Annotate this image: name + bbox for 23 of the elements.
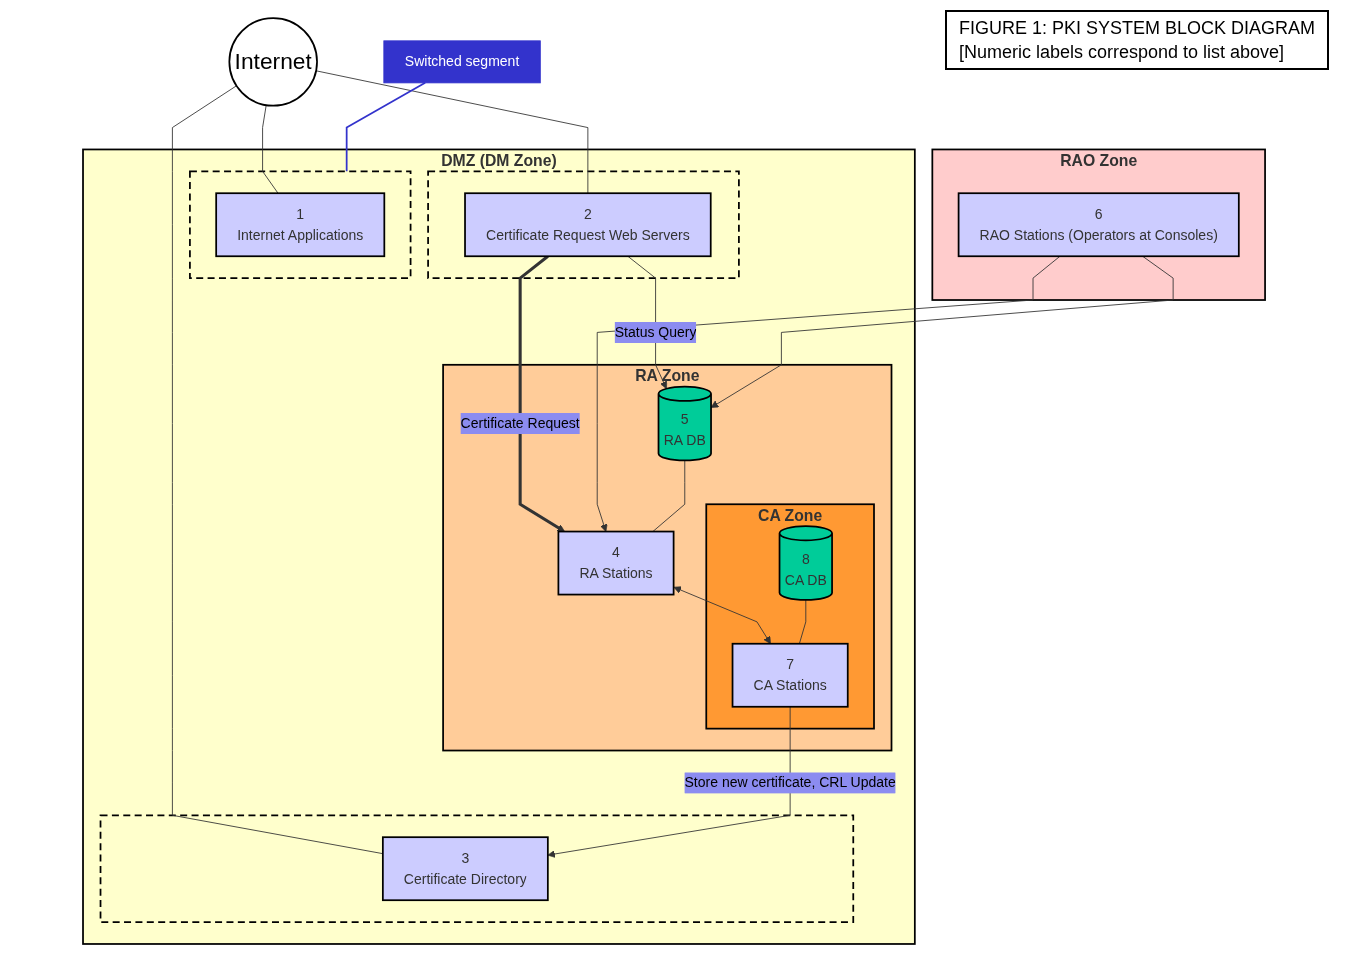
connector [172, 84, 384, 854]
connector [799, 599, 807, 644]
node-box: 6 RAO Stations (Operators at Consoles) [958, 191, 1241, 257]
node-box: 4 RA Stations [558, 530, 675, 595]
connector [652, 459, 686, 532]
connector [262, 104, 279, 194]
arrow [519, 254, 566, 532]
node-box: 1 Internet Applications [215, 191, 386, 257]
node-box: Switched segment [383, 39, 542, 83]
figure-title: FIGURE 1: PKI SYSTEM BLOCK DIAGRAM [958, 17, 1315, 40]
node-box: 2 Certificate Request Web Servers [464, 191, 713, 257]
connector [316, 69, 589, 194]
node-box: 3 Certificate Directory [382, 835, 550, 901]
connector [346, 81, 427, 172]
edge-label: Store new certificate, CRL Update [684, 774, 897, 790]
edge-label: Status Query [615, 324, 697, 339]
cluster [100, 813, 855, 923]
figure-note: [Numeric labels correspond to list above] [958, 41, 1286, 64]
cluster [189, 169, 412, 279]
node-box: 7 CA Stations [732, 642, 850, 708]
node-circle: Internet [228, 16, 319, 107]
edge-label: Certificate Request [461, 415, 581, 431]
cluster [427, 169, 741, 279]
